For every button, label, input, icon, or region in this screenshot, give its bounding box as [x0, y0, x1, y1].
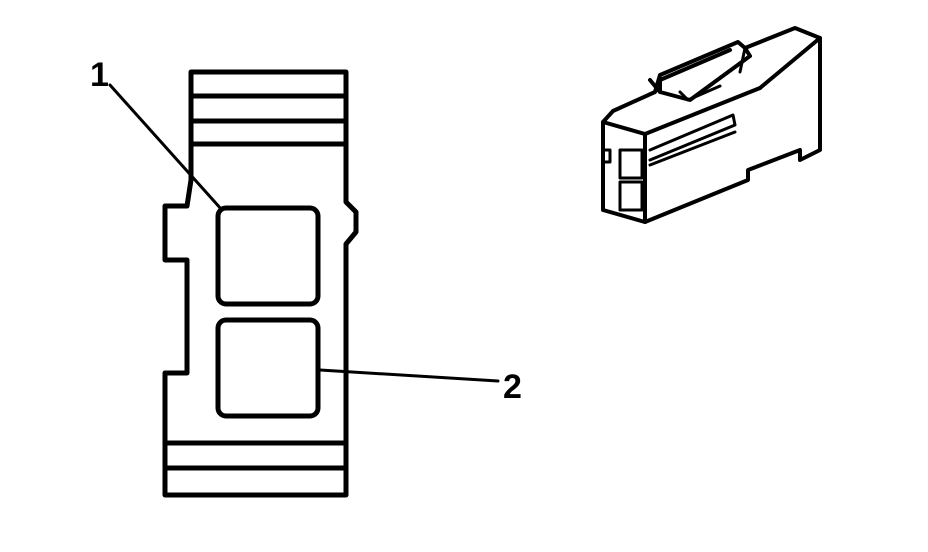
callout-2: 2 — [503, 368, 522, 406]
front-cavity-1 — [618, 148, 644, 180]
connector-front-face — [601, 120, 647, 224]
connector-isometric-view — [601, 26, 822, 224]
callout-1: 1 — [90, 56, 109, 94]
side-notch — [738, 46, 747, 74]
connector-face-outline — [162, 69, 359, 498]
connector-body-outline — [601, 26, 822, 224]
side-rail-lower — [648, 130, 737, 167]
connector-face-view — [162, 69, 359, 498]
top-front-edge — [643, 86, 762, 136]
terminal-cavity-1 — [215, 205, 321, 307]
front-key — [601, 148, 612, 164]
top-back-edge — [758, 36, 822, 90]
leader-line-1 — [108, 83, 224, 212]
latch-hook — [678, 84, 722, 102]
leader-line-2 — [318, 368, 500, 383]
terminal-cavity-2 — [215, 317, 321, 419]
side-rail-upper — [648, 113, 737, 162]
front-cavity-2 — [618, 180, 644, 212]
